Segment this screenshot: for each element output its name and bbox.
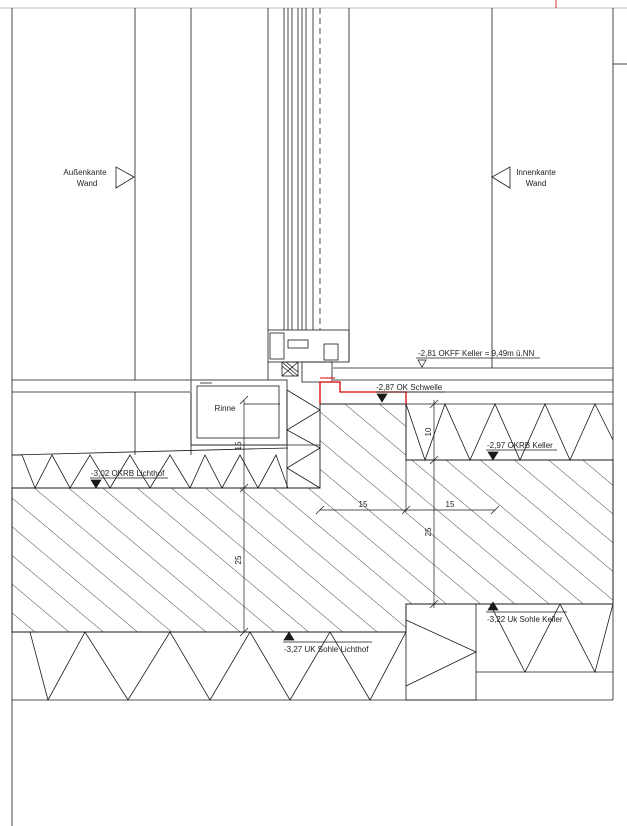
- okff-level-label: -2,81 OKFF Keller = 9,49m ü.NN: [418, 349, 534, 358]
- outer-wall-marker: [115, 166, 135, 189]
- dimension-lines: [239, 395, 500, 637]
- dim-25-right: 25: [424, 527, 433, 536]
- level-markers: [90, 357, 567, 643]
- uk-sohle-keller-marker: [487, 601, 499, 611]
- dim-15-left: 15: [359, 500, 368, 509]
- dim-10: 10: [424, 427, 433, 436]
- uk-sohle-keller-level-label: -3,22 Uk Sohle Keller: [487, 615, 563, 624]
- okff-marker: [417, 359, 427, 368]
- floor-layers: [12, 367, 613, 405]
- seal-line: [319, 381, 407, 404]
- okrb-keller-level-label: -2,97 OKRB Keller: [487, 441, 553, 450]
- okrb-keller-marker: [487, 451, 499, 461]
- gutter-label: Rinne: [215, 404, 236, 413]
- uk-sohle-lichthof-level-label: -3,27 UK Sohle Lichthof: [284, 645, 369, 654]
- okrb-lichthof-marker: [90, 479, 102, 489]
- okrb-lichthof-level-label: -3,02 OKRB Lichthof: [91, 469, 165, 478]
- inner-wall-label-line2: Wand: [526, 179, 547, 188]
- threshold-level-label: -2,87 OK Schwelle: [376, 383, 443, 392]
- concrete-slab: [11, 403, 614, 633]
- uk-sohle-lichthof-marker: [283, 631, 295, 641]
- outer-wall-label-line1: Außenkante: [63, 168, 107, 177]
- threshold-marker: [376, 393, 388, 403]
- gutter-rinne: [190, 379, 320, 446]
- dim-15-right: 15: [446, 500, 455, 509]
- window-frame: [267, 8, 350, 383]
- dim-25-left: 25: [234, 555, 243, 564]
- outer-wall-label-line2: Wand: [77, 179, 98, 188]
- wall-reference-markers: [115, 166, 511, 189]
- inner-wall-label-line1: Innenkante: [516, 168, 556, 177]
- dim-15-vertical: 15: [234, 441, 243, 450]
- inner-wall-marker: [491, 166, 511, 189]
